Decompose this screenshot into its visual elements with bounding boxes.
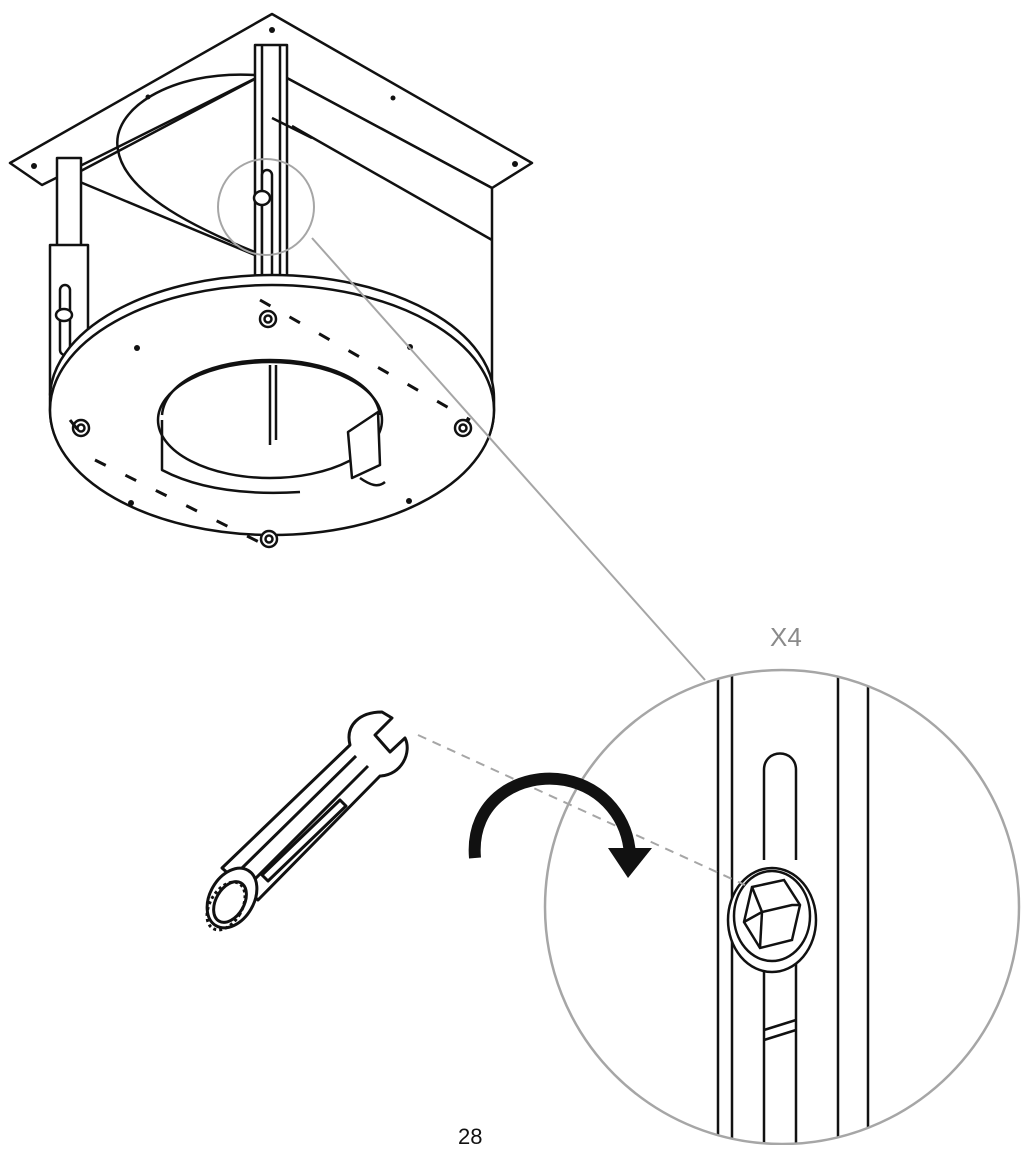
ring-holes <box>128 344 413 506</box>
hex-bolt-icon <box>726 866 818 974</box>
magnified-detail-view <box>543 668 1021 1145</box>
detail-target-circle <box>217 158 315 256</box>
housing-assembly <box>8 12 534 549</box>
open-end-wrench-icon <box>205 710 409 932</box>
inner-duct-curve <box>116 73 263 257</box>
rotate-clockwise-arrow-icon <box>468 772 652 878</box>
magnified-circle-outline <box>543 668 1021 1145</box>
ring-dash-marks <box>68 298 471 547</box>
detail-target-bolt <box>252 189 272 207</box>
quantity-label: X4 <box>770 622 802 652</box>
page-number: 28 <box>458 1124 483 1149</box>
bracket-rear <box>253 43 313 292</box>
ring-screws <box>71 309 473 549</box>
callout-leader-line <box>311 237 706 681</box>
tool-alignment-dashed-line <box>417 734 746 886</box>
